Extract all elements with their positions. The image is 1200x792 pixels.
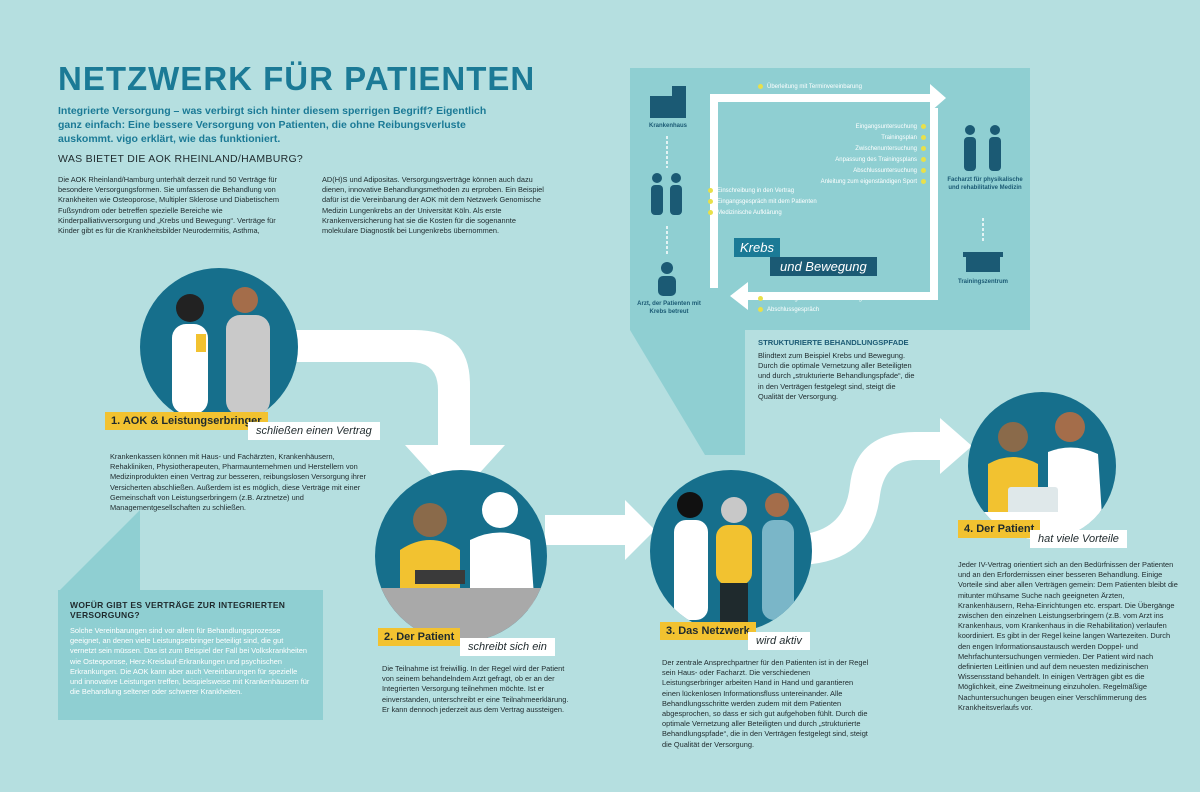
step3-number: 3. Das Netzwerk xyxy=(660,622,756,640)
step1-verb-label: schließen einen Vertrag xyxy=(248,422,380,440)
illustration-patient-signs xyxy=(375,470,547,642)
diagram-title: Krebs und Bewegung xyxy=(734,238,877,276)
step2-verb: schreibt sich ein xyxy=(460,638,555,656)
step1-number: 1. AOK & Leistungserbringer xyxy=(105,412,268,430)
illustration-patient-benefits xyxy=(968,392,1116,540)
step2-label: 2. Der Patient xyxy=(378,628,461,646)
sidebox-heading: WOFÜR GIBT ES VERTRÄGE ZUR INTEGRIERTEN … xyxy=(70,600,286,620)
pathbox-tail xyxy=(630,330,745,455)
pathbox-heading: STRUKTURIERTE BEHANDLUNGSPFADE xyxy=(758,338,909,347)
page-title: NETZWERK FÜR PATIENTEN xyxy=(58,60,536,97)
section1-col2: AD(H)S und Adipositas. Versorgungsverträ… xyxy=(322,175,544,236)
node-trainingszentrum: Trainingszentrum xyxy=(957,279,1008,285)
step4-label: 4. Der Patient xyxy=(958,520,1041,538)
sidebox-tail xyxy=(60,510,140,590)
step1-text: Krankenkassen können mit Haus- und Fachä… xyxy=(110,452,366,513)
right-steps: Eingangsuntersuchung Trainingsplan Zwisc… xyxy=(821,122,930,188)
step2-verb-label: schreibt sich ein xyxy=(460,638,555,656)
step4-number: 4. Der Patient xyxy=(958,520,1041,538)
step3-verb: wird aktiv xyxy=(748,632,810,650)
node-arzt: Arzt, der Patienten mit Krebs betreut xyxy=(637,301,701,315)
diagram-title-b: und Bewegung xyxy=(770,257,877,276)
step3-label: 3. Das Netzwerk xyxy=(660,622,756,640)
step3-text: Der zentrale Ansprechpartner für den Pat… xyxy=(662,658,869,749)
step4-text: Jeder IV-Vertrag orientiert sich an den … xyxy=(958,560,1178,712)
step3-verb-label: wird aktiv xyxy=(748,632,810,650)
pathbox-text: Blindtext zum Beispiel Krebs und Bewegun… xyxy=(758,351,915,401)
pathbox: STRUKTURIERTE BEHANDLUNGSPFADE Blindtext… xyxy=(758,338,918,402)
node-krankenhaus: Krankenhaus xyxy=(648,123,687,129)
step4-verb: hat viele Vorteile xyxy=(1030,530,1127,548)
step1-verb: schließen einen Vertrag xyxy=(248,422,380,440)
intro-text: Integrierte Versorgung – was verbirgt si… xyxy=(58,105,487,145)
illustration-network-active xyxy=(650,470,812,632)
mid-steps: Einschreibung in den Vertrag Eingangsges… xyxy=(704,186,817,219)
step2-text: Die Teilnahme ist freiwillig. In der Reg… xyxy=(382,664,569,714)
step1-label: 1. AOK & Leistungserbringer xyxy=(105,412,268,430)
step2-number: 2. Der Patient xyxy=(378,628,461,646)
step4-verb-label: hat viele Vorteile xyxy=(1030,530,1127,548)
sidebox: WOFÜR GIBT ES VERTRÄGE ZUR INTEGRIERTEN … xyxy=(58,590,323,720)
step-top: Überleitung mit Terminvereinbarung xyxy=(754,84,862,90)
node-facharzt: Facharzt für physikalische und rehabilit… xyxy=(947,177,1023,191)
section1-heading: WAS BIETET DIE AOK RHEINLAND/HAMBURG? xyxy=(58,153,304,165)
sidebox-text: Solche Vereinbarungen sind vor allem für… xyxy=(70,626,310,697)
treatment-pathway-diagram: Krankenhaus Facharzt für physikalische u… xyxy=(630,68,1030,330)
section1-col1: Die AOK Rheinland/Hamburg unterhält derz… xyxy=(58,175,280,236)
bottom-steps: Überleitung mit Terminvereinbarung Absch… xyxy=(754,294,862,316)
diagram-title-a: Krebs xyxy=(734,238,780,257)
illustration-contract-handshake xyxy=(140,268,298,426)
